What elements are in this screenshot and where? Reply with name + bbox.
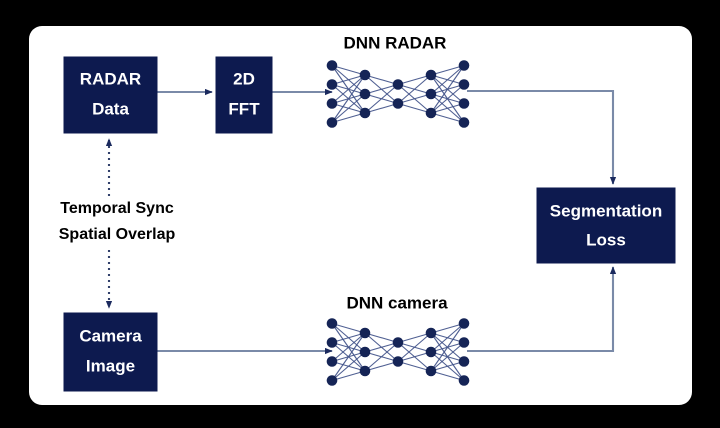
box-radar-data[interactable]: RADAR Data [63, 56, 158, 134]
box-camera-image-line1: Camera [79, 326, 142, 345]
box-radar-data-line1: RADAR [80, 69, 141, 88]
network-nodes [326, 60, 470, 128]
network-node [458, 356, 470, 367]
network-node [359, 327, 371, 339]
box-segmentation-loss[interactable]: Segmentation Loss [536, 187, 676, 264]
network-node [326, 98, 338, 109]
network-node [458, 375, 470, 386]
network-node [326, 337, 338, 348]
network-node [425, 69, 437, 81]
network-node [458, 337, 470, 348]
box-segmentation-loss-line2: Loss [586, 230, 626, 249]
box-camera-image[interactable]: Camera Image [63, 312, 158, 392]
box-2d-fft-line1: 2D [233, 69, 255, 88]
network-node [458, 60, 470, 71]
connector-dnn-camera-to-loss [467, 266, 617, 353]
dnn-radar-title: DNN RADAR [344, 33, 447, 52]
network-node [326, 117, 338, 128]
sync-label-line1: Temporal Sync [60, 200, 174, 217]
network-node [326, 318, 338, 329]
network-node [359, 365, 371, 377]
network-node [458, 98, 470, 109]
network-node [326, 79, 338, 90]
neural-network-dnn-radar [326, 60, 470, 128]
network-node [458, 318, 470, 329]
dnn-camera-title: DNN camera [346, 293, 448, 312]
network-node [392, 98, 404, 109]
box-segmentation-loss-line1: Segmentation [550, 201, 662, 220]
network-node [359, 346, 371, 358]
network-edges [331, 322, 465, 382]
network-node [359, 107, 371, 119]
box-radar-data-line2: Data [92, 99, 129, 118]
network-node [458, 79, 470, 90]
network-node [458, 117, 470, 128]
box-camera-image-line2: Image [86, 356, 135, 375]
network-node [425, 365, 437, 377]
network-node [359, 69, 371, 81]
network-node [392, 79, 404, 90]
network-node [425, 346, 437, 358]
network-node [392, 337, 404, 348]
network-edges [331, 64, 465, 124]
network-node [359, 88, 371, 100]
network-node [326, 375, 338, 386]
network-node [326, 60, 338, 71]
sync-label-line2: Spatial Overlap [59, 226, 176, 243]
network-node [326, 356, 338, 367]
box-2d-fft[interactable]: 2D FFT [215, 56, 273, 134]
network-node [425, 107, 437, 119]
temporal-sync-label: Temporal Sync Spatial Overlap [59, 200, 176, 243]
network-node [425, 327, 437, 339]
connector-dnn-radar-to-loss [467, 89, 617, 185]
box-2d-fft-line2: FFT [228, 99, 260, 118]
network-nodes [326, 318, 470, 386]
network-node [392, 356, 404, 367]
network-node [425, 88, 437, 100]
neural-network-dnn-camera [326, 318, 470, 386]
